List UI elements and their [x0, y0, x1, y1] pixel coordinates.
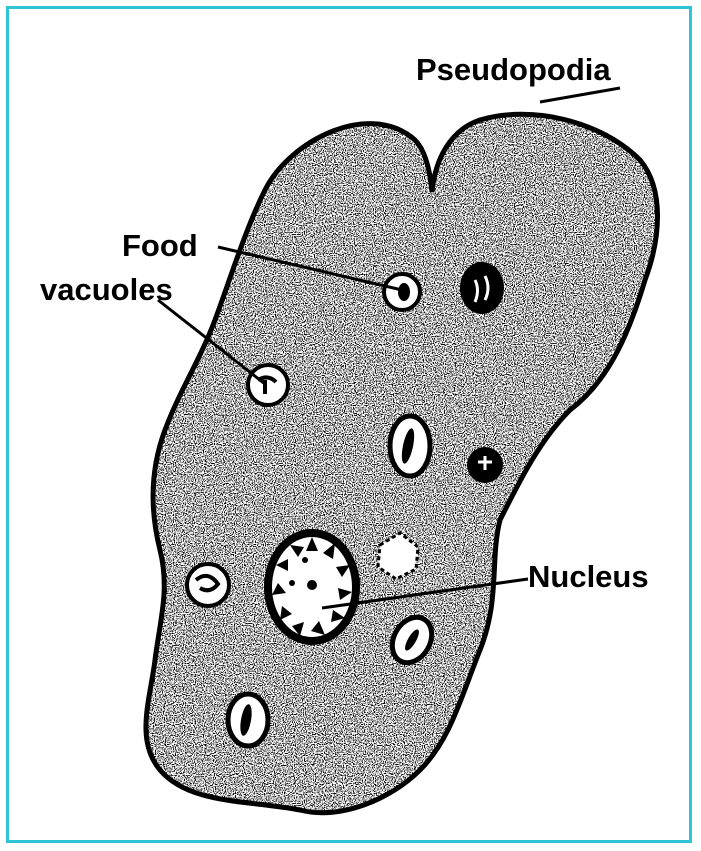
label-food-vacuoles-line2: vacuoles: [40, 272, 173, 307]
food-vacuole: [187, 564, 229, 606]
label-food-vacuoles-line1: Food: [122, 228, 198, 263]
food-vacuole: [460, 262, 504, 314]
label-nucleus: Nucleus: [528, 559, 649, 594]
food-vacuole: [228, 694, 268, 746]
food-vacuole: [248, 365, 288, 405]
food-vacuole: [467, 447, 503, 483]
pseudopodia-pointer: [540, 88, 620, 102]
food-vacuole: [384, 274, 420, 310]
food-vacuole: [390, 416, 430, 476]
nucleus: [264, 529, 360, 645]
label-pseudopodia: Pseudopodia: [416, 52, 611, 87]
